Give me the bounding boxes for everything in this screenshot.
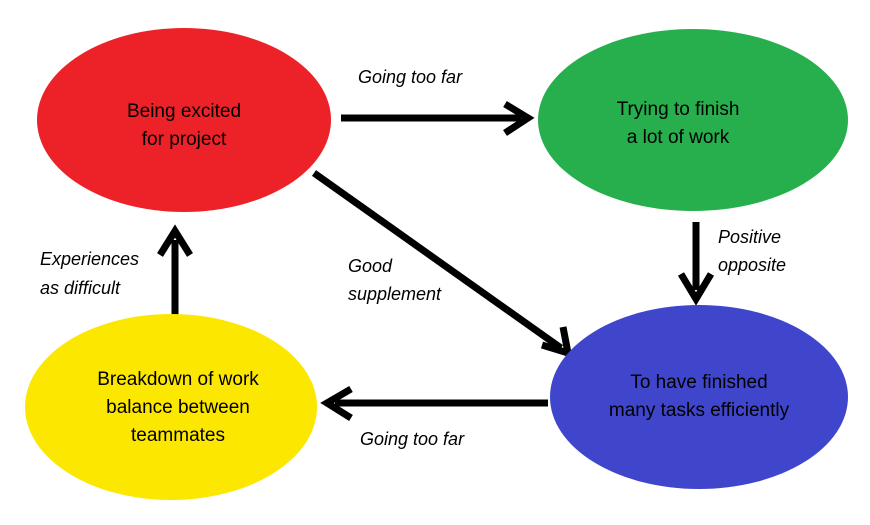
edge-breakdown-to-excited-label-line-2: as difficult: [40, 278, 121, 298]
node-to-have-finished-many-tasks-efficiently-label-line-2: many tasks efficiently: [609, 400, 790, 421]
edge-finished-to-breakdown-label-line-1: Going too far: [360, 429, 465, 449]
edge-finished-to-breakdown: Going too far: [320, 385, 548, 449]
node-breakdown-of-work-balance-ellipse[interactable]: [25, 314, 317, 500]
edge-excited-to-finished-arrowhead: [540, 326, 573, 359]
node-breakdown-of-work-balance-label-line-3: teammates: [131, 425, 225, 446]
edge-trying-to-finished: Positive opposite: [677, 222, 786, 306]
node-to-have-finished-many-tasks-efficiently-label-line-1: To have finished: [630, 372, 767, 393]
node-trying-to-finish-a-lot-of-work[interactable]: Trying to finish a lot of work: [538, 29, 848, 211]
node-being-excited-for-project[interactable]: Being excited for project: [37, 28, 331, 212]
node-trying-to-finish-a-lot-of-work-ellipse[interactable]: [538, 29, 848, 211]
edge-excited-to-finished-label-line-2: supplement: [348, 284, 442, 304]
edge-excited-to-finished: Good supplement: [311, 170, 573, 359]
edge-finished-to-breakdown-arrowhead: [320, 385, 353, 421]
edge-excited-to-finished-line: [311, 170, 564, 351]
node-being-excited-for-project-label-line-1: Being excited: [127, 101, 241, 122]
node-being-excited-for-project-label-line-2: for project: [142, 129, 227, 150]
node-breakdown-of-work-balance[interactable]: Breakdown of work balance between teamma…: [25, 314, 317, 500]
node-breakdown-of-work-balance-label-line-1: Breakdown of work: [97, 369, 259, 390]
node-trying-to-finish-a-lot-of-work-label-line-2: a lot of work: [627, 127, 730, 148]
node-being-excited-for-project-ellipse[interactable]: [37, 28, 331, 212]
edge-trying-to-finished-label-line-1: Positive: [718, 227, 781, 247]
node-to-have-finished-many-tasks-efficiently-ellipse[interactable]: [550, 305, 848, 489]
edge-breakdown-to-excited: Experiences as difficult: [40, 224, 193, 318]
edge-breakdown-to-excited-arrowhead: [157, 224, 193, 257]
edge-excited-to-finished-label-line-1: Good: [348, 256, 393, 276]
edge-trying-to-finished-arrowhead: [677, 272, 715, 306]
node-to-have-finished-many-tasks-efficiently[interactable]: To have finished many tasks efficiently: [550, 305, 848, 489]
node-breakdown-of-work-balance-label-line-2: balance between: [106, 397, 250, 418]
edge-excited-to-trying-arrowhead: [503, 101, 535, 136]
edge-excited-to-trying: Going too far: [341, 67, 535, 136]
edge-trying-to-finished-label-line-2: opposite: [718, 255, 786, 275]
edge-excited-to-trying-label-line-1: Going too far: [358, 67, 463, 87]
edge-breakdown-to-excited-label-line-1: Experiences: [40, 249, 139, 269]
node-trying-to-finish-a-lot-of-work-label-line-1: Trying to finish: [617, 99, 740, 120]
